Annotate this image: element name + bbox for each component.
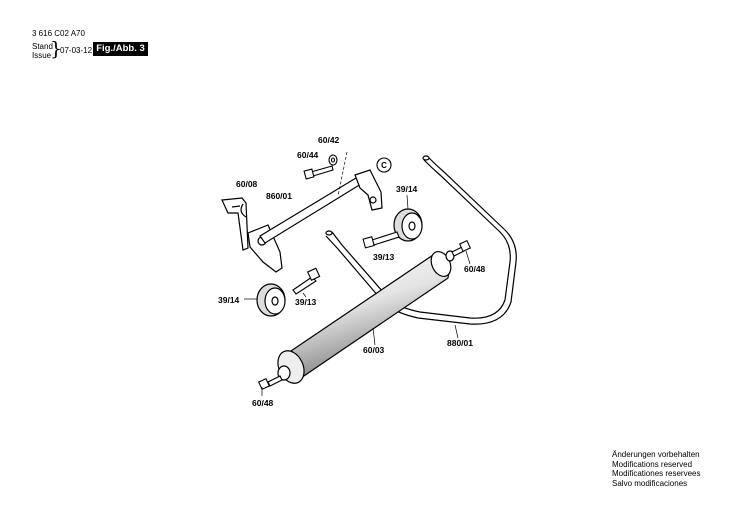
label-860-01: 860/01 — [266, 191, 292, 201]
note-line: Modifications reserved — [612, 459, 693, 469]
label-60-42: 60/42 — [318, 135, 340, 145]
stand-label: Stand — [32, 42, 53, 51]
stand-issue-label: Stand Issue — [32, 42, 53, 60]
screw-60-48-bottom — [257, 375, 283, 391]
note-line: Modificationes reservees — [612, 469, 701, 478]
frame-bracket-assembly — [221, 169, 383, 273]
leader-lines — [244, 194, 471, 396]
note-line: Salvo modificaciones — [612, 478, 688, 488]
bolt-39-13-left — [292, 267, 321, 295]
bolt-39-13-top — [362, 231, 400, 249]
label-39-14-left: 39/14 — [218, 295, 240, 305]
brace-symbol: } — [50, 38, 63, 60]
roller-60-03 — [277, 250, 455, 384]
label-60-44: 60/44 — [297, 150, 319, 160]
screw-60-44 — [303, 165, 334, 180]
label-39-13-top: 39/13 — [373, 252, 395, 262]
label-880-01: 880/01 — [447, 338, 473, 348]
view-marker-c: C — [376, 157, 392, 173]
issue-label: Issue — [32, 51, 52, 60]
label-60-48-right: 60/48 — [464, 264, 486, 274]
disclaimer-notes: Änderungen vorbehalten Modifications res… — [612, 450, 700, 488]
issue-date: 07-03-12 — [60, 46, 93, 55]
screw-60-48-right — [451, 239, 472, 257]
view-marker-label: C — [381, 161, 387, 170]
document-id: 3 616 C02 A70 — [32, 29, 85, 38]
label-60-48-bottom: 60/48 — [252, 398, 274, 408]
label-60-08: 60/08 — [236, 179, 258, 189]
figure-badge: Fig./Abb. 3 — [93, 42, 148, 56]
label-60-03: 60/03 — [363, 345, 385, 355]
washer-60-42 — [328, 154, 338, 166]
note-line: Änderungen vorbehalten — [612, 450, 700, 459]
label-39-14-top: 39/14 — [396, 184, 418, 194]
label-39-13-left: 39/13 — [295, 297, 317, 307]
roller-wheel-39-14-left — [256, 283, 286, 317]
